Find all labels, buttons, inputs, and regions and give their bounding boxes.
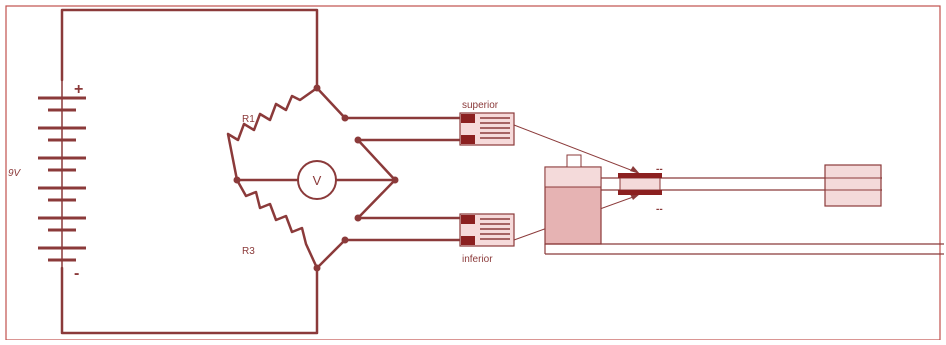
bridge-bottom-right-wire <box>315 238 347 270</box>
bridge-top-right-wire <box>315 86 347 120</box>
lower-gauge-label: inferior <box>462 254 493 265</box>
battery-loop-wire <box>60 8 319 335</box>
frame-border <box>5 5 941 341</box>
r1-label: R1 <box>242 114 255 125</box>
upper-strain-gauge <box>459 112 515 146</box>
upper-gauge-label: superior <box>462 100 499 111</box>
clamp-support <box>544 154 602 245</box>
battery-plus-label: + <box>74 81 83 98</box>
battery-minus-label: - <box>74 265 79 282</box>
battery-voltage-label: 9V <box>8 168 22 179</box>
resistor-r1 <box>226 86 319 182</box>
voltmeter-circle <box>297 160 337 200</box>
node-right <box>391 176 399 184</box>
node-left <box>233 176 241 184</box>
voltmeter-label: V <box>313 173 322 188</box>
resistor-r3 <box>235 178 319 270</box>
base-plate <box>544 243 944 255</box>
node-top <box>313 84 321 92</box>
lower-strain-gauge <box>459 213 515 247</box>
r3-label: R3 <box>242 246 255 257</box>
tension-mark: -- <box>656 164 663 175</box>
node-bottom <box>313 264 321 272</box>
battery <box>38 80 86 268</box>
end-weight <box>824 164 882 207</box>
compression-mark: -- <box>656 204 663 215</box>
